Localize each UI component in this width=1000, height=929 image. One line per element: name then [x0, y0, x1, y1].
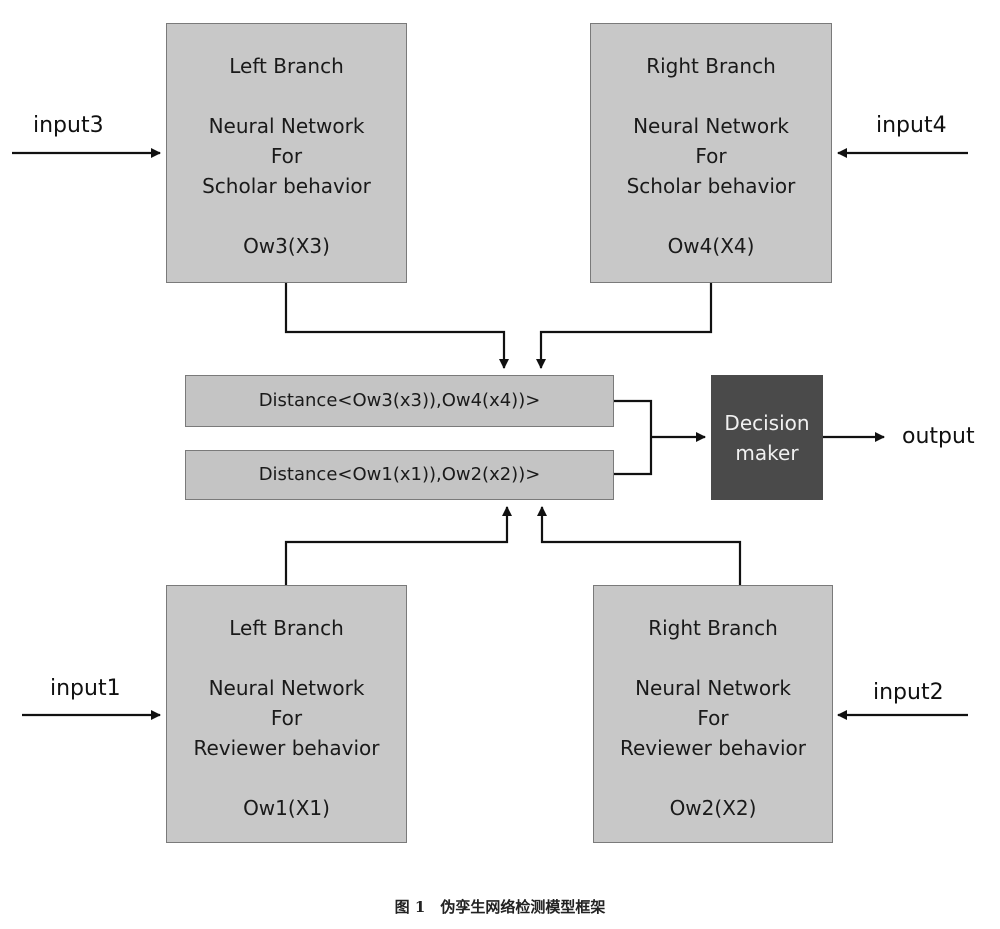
- box-line: Neural Network: [633, 114, 789, 138]
- box-line: For: [695, 144, 727, 168]
- box-title: Left Branch: [229, 54, 344, 78]
- box-line: Neural Network: [635, 676, 791, 700]
- distance-merge: [614, 399, 653, 476]
- box-line: Reviewer behavior: [193, 736, 380, 760]
- box-line: Reviewer behavior: [619, 736, 807, 760]
- box-line: Scholar behavior: [626, 174, 796, 198]
- input1-label: input1: [50, 676, 121, 701]
- left-branch-scholar-box: Left Branch Neural Network For Scholar b…: [166, 23, 407, 283]
- decision-line: Decision: [724, 410, 810, 435]
- box-line: For: [270, 144, 303, 168]
- figure-caption: 图 1 伪孪生网络检测模型框架: [394, 898, 606, 916]
- box-title: Left Branch: [229, 616, 344, 640]
- box-title: Right Branch: [648, 616, 778, 640]
- decision-maker-box: Decision maker: [711, 375, 823, 500]
- output-label: output: [902, 424, 975, 449]
- box-output: Ow2(X2): [669, 796, 757, 820]
- ow4-to-distance: [536, 283, 713, 369]
- input4-label: input4: [876, 113, 947, 138]
- input3-label: input3: [33, 113, 104, 138]
- ow3-to-distance: [284, 283, 509, 369]
- decision-line: maker: [735, 440, 799, 465]
- box-output: Ow1(X1): [243, 796, 330, 820]
- box-line: For: [270, 706, 303, 730]
- box-title: Right Branch: [646, 54, 776, 78]
- box-output: Ow3(X3): [243, 234, 330, 258]
- ow1-to-distance: [284, 506, 512, 585]
- right-branch-reviewer-box: Right Branch Neural Network For Reviewer…: [593, 585, 833, 843]
- left-branch-reviewer-box: Left Branch Neural Network For Reviewer …: [166, 585, 407, 843]
- ow2-to-distance: [537, 506, 742, 585]
- box-line: Neural Network: [208, 676, 365, 700]
- distance-scholar-box: Distance<Ow3(x3)),Ow4(x4))>: [185, 375, 614, 427]
- right-branch-scholar-box: Right Branch Neural Network For Scholar …: [590, 23, 832, 283]
- box-line: Neural Network: [208, 114, 365, 138]
- box-output: Ow4(X4): [667, 234, 755, 258]
- box-line: For: [697, 706, 729, 730]
- box-line: Scholar behavior: [202, 174, 371, 198]
- input2-label: input2: [873, 680, 944, 705]
- distance-reviewer-box: Distance<Ow1(x1)),Ow2(x2))>: [185, 450, 614, 500]
